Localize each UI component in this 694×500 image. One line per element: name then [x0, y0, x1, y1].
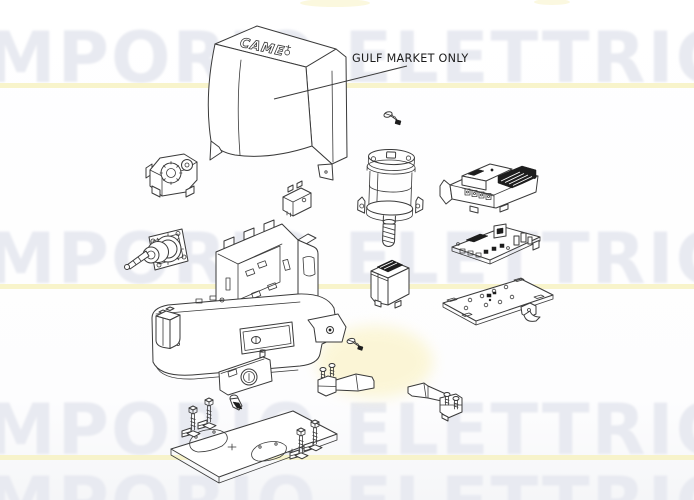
watermark-band	[0, 83, 694, 88]
lock-cylinder	[229, 394, 243, 411]
base-plate	[170, 397, 338, 484]
leader-line	[273, 65, 408, 100]
control-unit-enclosure	[439, 163, 539, 214]
annotation: GULF MARKET ONLY	[273, 52, 469, 100]
release-door	[218, 349, 273, 396]
microswitch	[282, 180, 312, 217]
circuit-board	[451, 223, 541, 265]
gulf-market-only-label: GULF MARKET ONLY	[352, 52, 469, 65]
screw-small	[346, 337, 364, 351]
limit-bracket-left	[317, 363, 375, 397]
watermark: MPORIO ELETTRICO MPORIO ELETTRICO MPORIO…	[0, 17, 694, 500]
mounting-plate	[442, 277, 554, 326]
watermark-row: MPORIO ELETTRICO	[0, 462, 694, 500]
screw-top	[383, 111, 402, 126]
transformer	[370, 259, 410, 309]
gearbox-housing	[151, 293, 347, 380]
motor	[357, 148, 424, 247]
limit-bracket-right	[407, 382, 463, 422]
watermark-band	[0, 284, 694, 289]
watermark-band	[0, 455, 694, 460]
watermark-smudge	[534, 0, 570, 5]
cover: CAME	[207, 25, 348, 181]
clutch-shaft-assembly	[124, 228, 189, 271]
watermark-smudge	[300, 0, 370, 7]
limit-gear-assembly	[145, 153, 198, 198]
capacitor	[155, 306, 181, 349]
